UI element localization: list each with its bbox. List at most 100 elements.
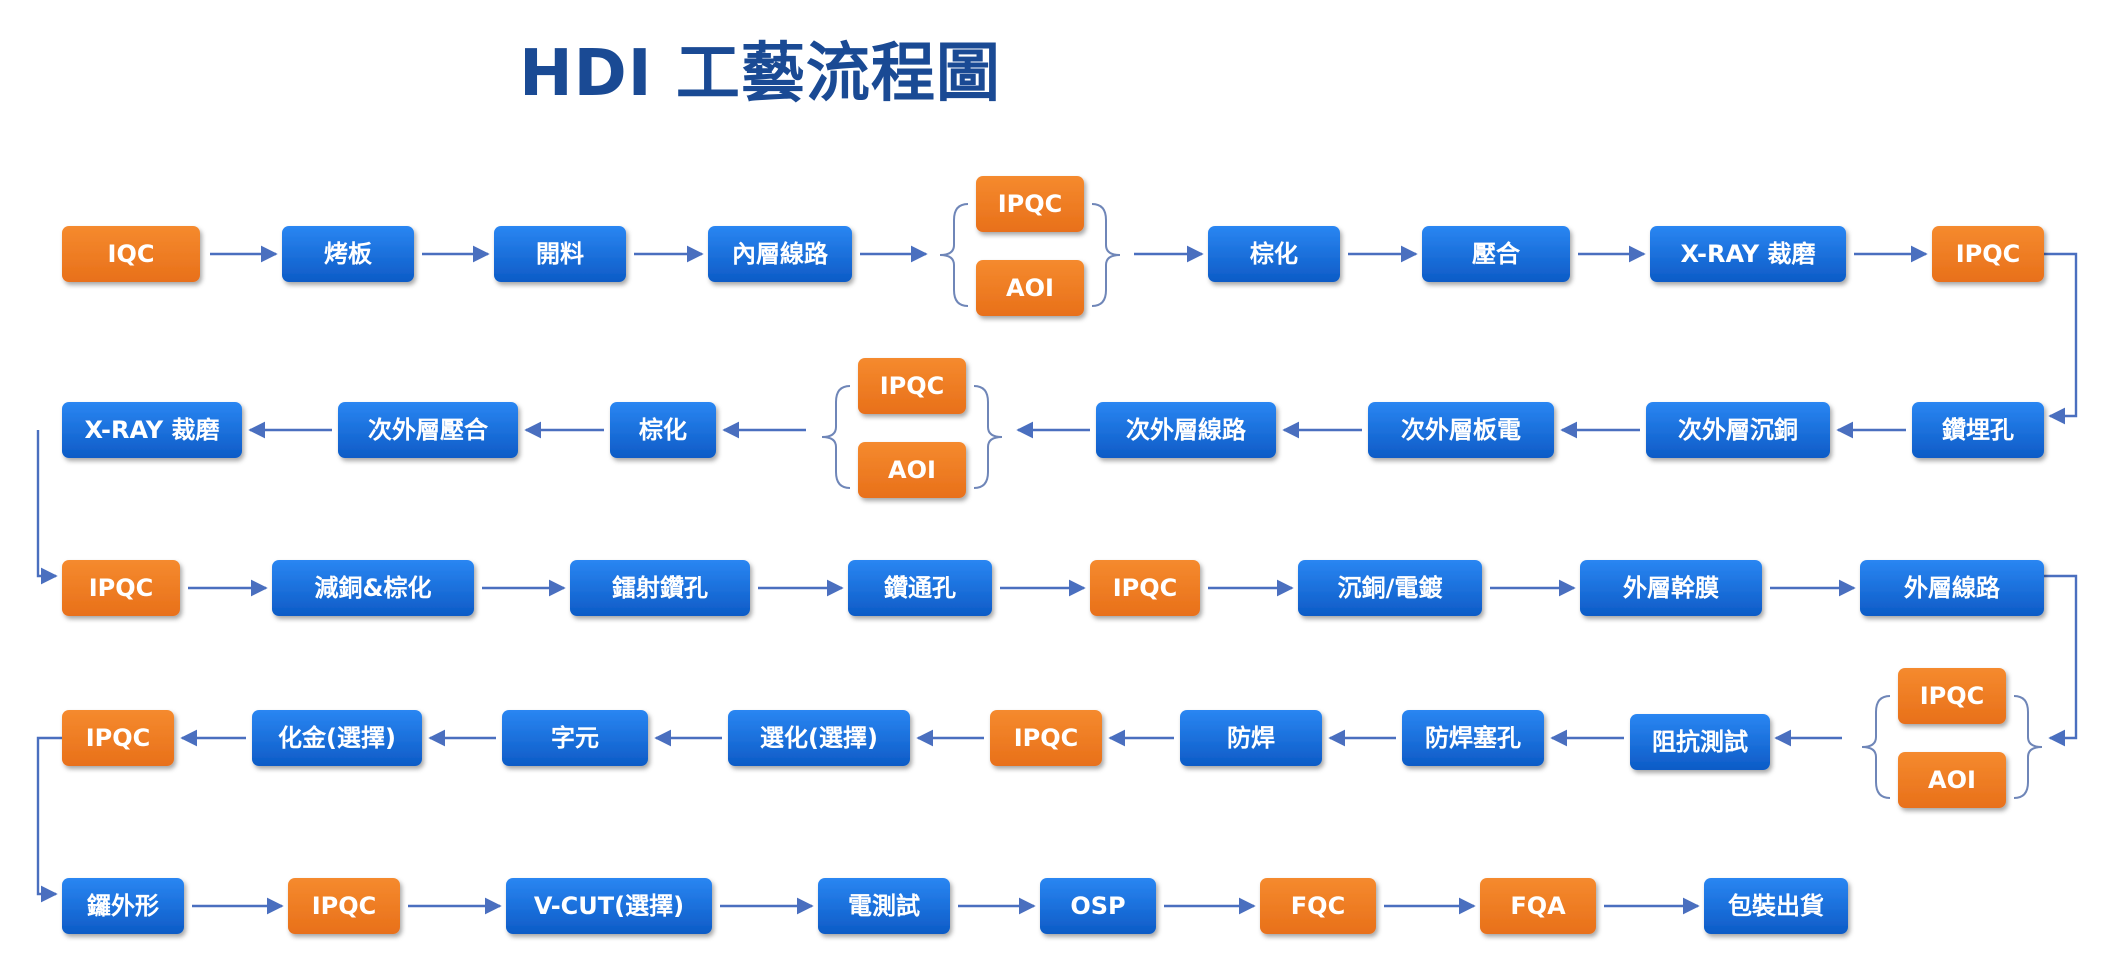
arrow-connector (2044, 574, 2078, 747)
process-box (1402, 710, 1544, 766)
inspection-box (976, 176, 1084, 232)
node-r3-through: 鑽通孔 (848, 560, 992, 616)
node-r4-legend: 字元 (502, 710, 648, 766)
inspection-box (288, 878, 400, 934)
process-box (338, 402, 518, 458)
node-r5-etest: 電測試 (818, 878, 950, 934)
inspection-box (990, 710, 1102, 766)
node-r5-fqc: FQC (1260, 878, 1376, 934)
node-label: IPQC (86, 724, 151, 752)
node-label: IPQC (880, 372, 945, 400)
right-brace (973, 385, 1003, 489)
process-box (1704, 878, 1848, 934)
node-label: 字元 (551, 724, 599, 752)
node-label: AOI (888, 456, 936, 484)
page-title: HDI 工藝流程圖 (519, 37, 1001, 111)
node-r4-plug: 防焊塞孔 (1402, 710, 1544, 766)
node-label: 化金(選擇) (278, 724, 396, 752)
node-r1-aoi-a: AOI (976, 260, 1084, 316)
process-box (252, 710, 422, 766)
arrow-connector (2044, 252, 2078, 425)
brace-layer (821, 203, 2043, 799)
process-box (62, 878, 184, 934)
node-label: 壓合 (1472, 240, 1521, 268)
connector-layer (36, 245, 2078, 915)
process-box (282, 226, 414, 282)
node-label: AOI (1006, 274, 1054, 302)
node-r1-brown: 棕化 (1208, 226, 1340, 282)
node-label: FQA (1510, 892, 1566, 920)
node-r5-vcut: V-CUT(選擇) (506, 878, 712, 934)
process-box (610, 402, 716, 458)
node-label: IPQC (1014, 724, 1079, 752)
node-r5-ipqc: IPQC (288, 878, 400, 934)
process-box (1368, 402, 1554, 458)
inspection-box (1932, 226, 2044, 282)
node-r5-pack: 包裝出貨 (1704, 878, 1848, 934)
process-box (1208, 226, 1340, 282)
process-box (502, 710, 648, 766)
process-box (506, 878, 712, 934)
left-brace (939, 203, 969, 307)
node-label: OSP (1070, 892, 1125, 920)
node-label: 棕化 (1250, 240, 1298, 268)
node-label: 包裝出貨 (1728, 892, 1824, 920)
node-r1-iqc: IQC (62, 226, 200, 282)
node-r4-ipqc-a: IPQC (1898, 668, 2006, 724)
node-label: 選化(選擇) (760, 724, 878, 752)
node-r4-aoi: AOI (1898, 752, 2006, 808)
inspection-box (62, 226, 200, 282)
node-label: X-RAY 裁磨 (85, 416, 220, 444)
arrow-connector (36, 430, 58, 585)
node-label: 電測試 (848, 892, 920, 920)
process-box (570, 560, 750, 616)
node-r2-xray: X-RAY 裁磨 (62, 402, 242, 458)
node-r2-buried: 鑽埋孔 (1912, 402, 2044, 458)
node-r4-ipqc-b: IPQC (990, 710, 1102, 766)
node-label: 鑽埋孔 (1942, 416, 2014, 444)
right-brace (1091, 203, 1121, 307)
node-r1-press: 壓合 (1422, 226, 1570, 282)
inspection-box (858, 442, 966, 498)
left-brace (821, 385, 851, 489)
node-r4-ipqc-c: IPQC (62, 710, 174, 766)
node-r4-gold: 化金(選擇) (252, 710, 422, 766)
inspection-box (1480, 878, 1596, 934)
node-r4-imp: 阻抗測試 (1630, 714, 1770, 770)
node-r2-press: 次外層壓合 (338, 402, 518, 458)
process-box (818, 878, 950, 934)
node-label: X-RAY 裁磨 (1681, 240, 1816, 268)
node-r2-plate: 次外層板電 (1368, 402, 1554, 458)
inspection-box (976, 260, 1084, 316)
node-label: 外層線路 (1904, 574, 2001, 602)
node-label: 棕化 (639, 416, 687, 444)
node-r3-dryfilm: 外層幹膜 (1580, 560, 1762, 616)
node-r1-xray: X-RAY 裁磨 (1650, 226, 1846, 282)
node-label: 防焊塞孔 (1425, 724, 1521, 752)
node-label: 內層線路 (732, 240, 829, 268)
node-r1-bake: 烤板 (282, 226, 414, 282)
node-r1-ipqc-a: IPQC (976, 176, 1084, 232)
process-box (848, 560, 992, 616)
inspection-box (1898, 752, 2006, 808)
process-box (1630, 714, 1770, 770)
node-label: 烤板 (324, 240, 373, 268)
node-label: IPQC (1113, 574, 1178, 602)
node-label: AOI (1928, 766, 1976, 794)
process-box (62, 402, 242, 458)
process-box (494, 226, 626, 282)
node-label: IPQC (312, 892, 377, 920)
process-box (1298, 560, 1482, 616)
node-r5-osp: OSP (1040, 878, 1156, 934)
node-label: 阻抗測試 (1652, 728, 1748, 756)
node-r3-cu: 沉銅/電鍍 (1298, 560, 1482, 616)
node-label: 減銅&棕化 (315, 574, 432, 602)
process-box (1040, 878, 1156, 934)
arrow-connector (36, 736, 62, 903)
process-box (1860, 560, 2044, 616)
node-label: FQC (1291, 892, 1345, 920)
inspection-box (62, 710, 174, 766)
